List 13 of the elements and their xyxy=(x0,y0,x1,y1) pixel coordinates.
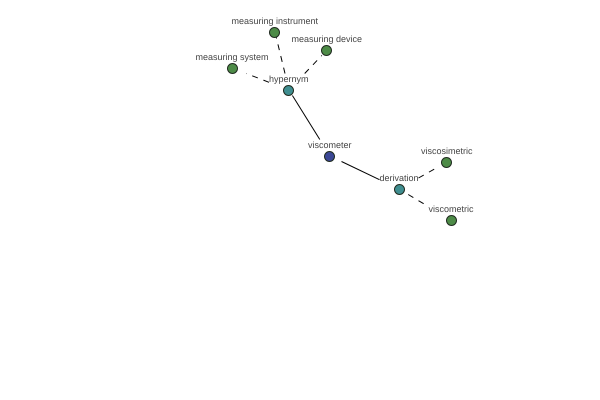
dashed-connector xyxy=(276,37,286,74)
node-label: measuring device xyxy=(292,34,362,44)
dashed-connector xyxy=(246,73,270,83)
node-label: viscosimetric xyxy=(421,146,473,156)
node-label: viscometric xyxy=(428,204,474,214)
node-label: measuring instrument xyxy=(232,16,318,26)
node-label: viscometer xyxy=(308,140,352,150)
node-label: derivation xyxy=(380,172,419,184)
node-label: measuring system xyxy=(196,52,269,62)
dashed-connector xyxy=(304,55,322,74)
connector-line xyxy=(341,161,380,180)
connector-line xyxy=(292,95,320,140)
node-label: hypernym xyxy=(269,74,309,84)
